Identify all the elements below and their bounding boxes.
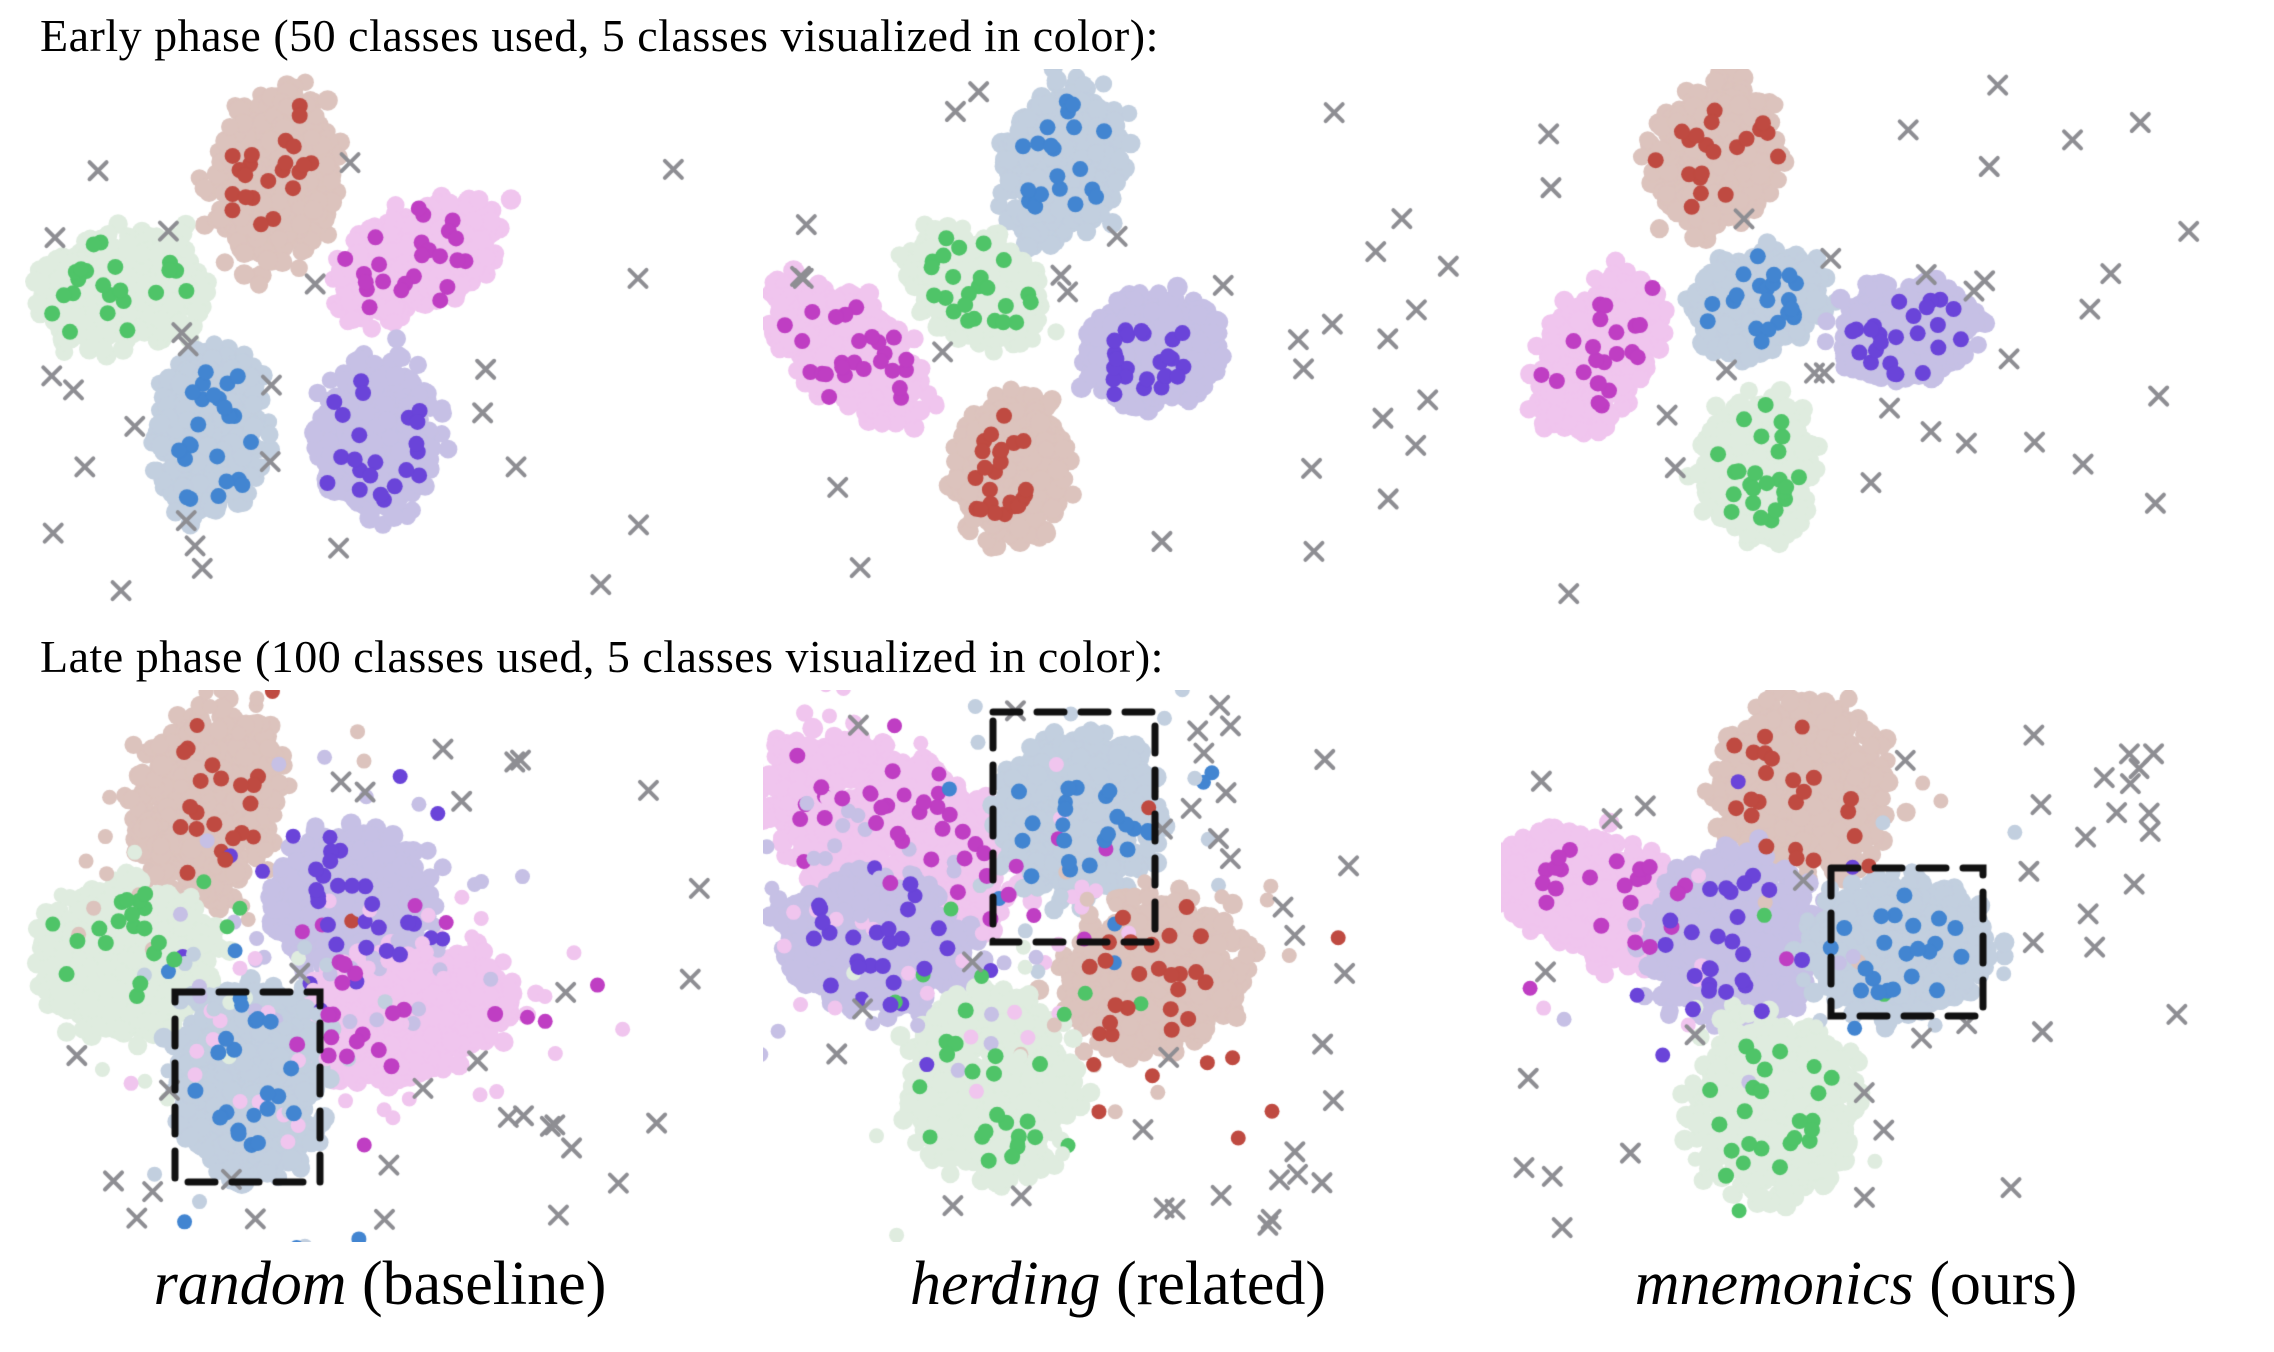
panel-late-mnemonics bbox=[1501, 689, 2211, 1242]
caption-herding-rest: (related) bbox=[1100, 1249, 1327, 1318]
panel-late-herding bbox=[763, 689, 1473, 1242]
tsne-plot-early-random bbox=[25, 68, 735, 621]
late-phase-header: Late phase (100 classes used, 5 classes … bbox=[40, 630, 1164, 682]
tsne-plot-late-mnemonics bbox=[1501, 689, 2211, 1242]
panel-early-herding bbox=[763, 68, 1473, 621]
late-plot-row bbox=[25, 689, 2274, 1242]
panel-early-random bbox=[25, 68, 735, 621]
caption-random: random (baseline) bbox=[25, 1250, 735, 1318]
tsne-plot-late-random bbox=[25, 689, 735, 1242]
tsne-plot-late-herding bbox=[763, 689, 1473, 1242]
tsne-plot-early-mnemonics bbox=[1501, 68, 2211, 621]
panel-early-mnemonics bbox=[1501, 68, 2211, 621]
caption-herding-method: herding bbox=[909, 1249, 1101, 1318]
early-plot-row bbox=[25, 68, 2274, 621]
caption-row: random (baseline) herding (related) mnem… bbox=[25, 1250, 2274, 1318]
early-phase-header: Early phase (50 classes used, 5 classes … bbox=[40, 10, 1159, 61]
caption-herding: herding (related) bbox=[763, 1250, 1473, 1318]
caption-random-method: random bbox=[153, 1249, 347, 1318]
caption-mnemonics: mnemonics (ours) bbox=[1501, 1250, 2211, 1318]
tsne-plot-early-herding bbox=[763, 68, 1473, 621]
caption-mnemonics-rest: (ours) bbox=[1913, 1249, 2078, 1318]
caption-mnemonics-method: mnemonics bbox=[1634, 1249, 1914, 1318]
caption-random-rest: (baseline) bbox=[346, 1249, 607, 1318]
tsne-figure: Early phase (50 classes used, 5 classes … bbox=[0, 10, 2274, 1318]
panel-late-random bbox=[25, 689, 735, 1242]
